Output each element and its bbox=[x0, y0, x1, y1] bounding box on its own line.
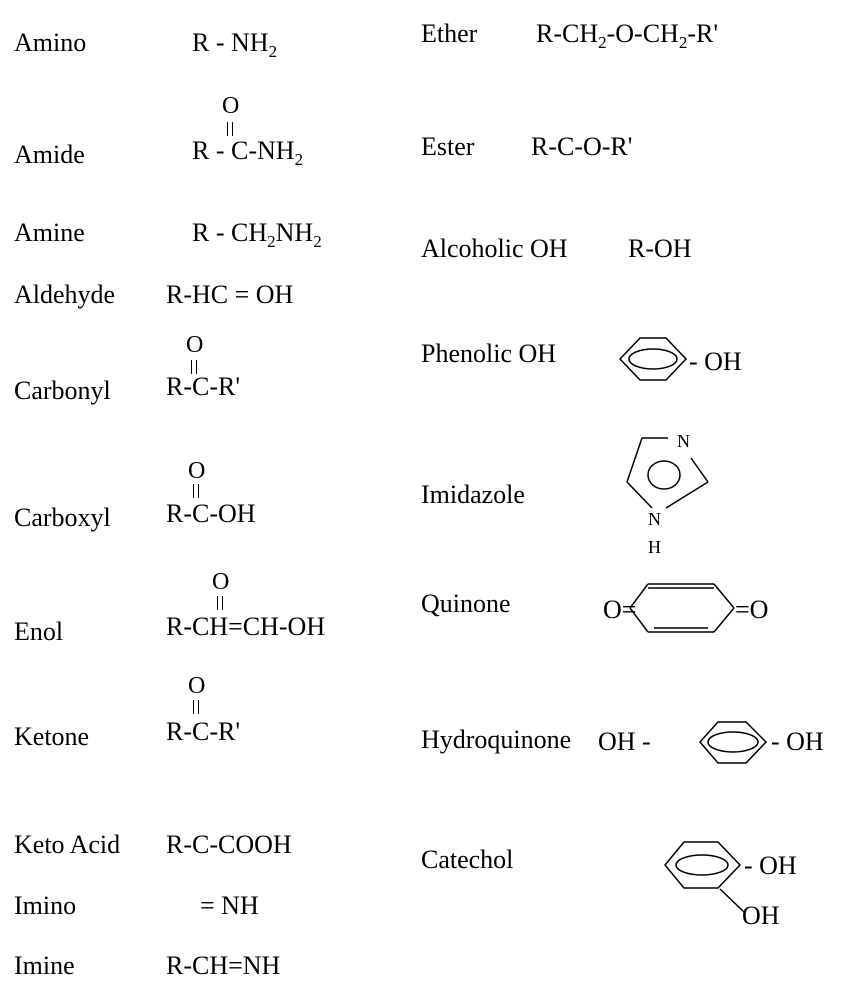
hydroquinone-benzene-ring bbox=[699, 721, 768, 764]
amide-name: Amide bbox=[14, 140, 85, 169]
keto-acid-name: Keto Acid bbox=[14, 830, 121, 859]
alcoholic-oh-name: Alcoholic OH bbox=[421, 234, 568, 263]
aldehyde-name: Aldehyde bbox=[14, 280, 116, 309]
amine-formula: R - CH2NH2 bbox=[192, 218, 322, 251]
imidazole-name: Imidazole bbox=[421, 480, 525, 509]
ether-formula: R-CH2-O-CH2-R' bbox=[536, 19, 719, 52]
ketone-formula: R-C-R' bbox=[166, 717, 241, 746]
amine-name: Amine bbox=[14, 218, 85, 247]
amide-formula: R - C-NH2 bbox=[192, 136, 304, 169]
ester-formula: R-C-O-R' bbox=[531, 132, 633, 161]
carboxyl-name: Carboxyl bbox=[14, 503, 111, 532]
catechol-oh-bottom: OH bbox=[742, 901, 780, 930]
carboxyl-oxygen: O bbox=[188, 458, 206, 484]
alcoholic-oh-formula: R-OH bbox=[628, 234, 692, 263]
carboxyl-double-bond bbox=[193, 484, 199, 498]
keto-acid-formula: R-C-COOH bbox=[166, 830, 292, 859]
phenolic-oh-name: Phenolic OH bbox=[421, 339, 557, 368]
quinone-right-oxygen: =O bbox=[735, 595, 769, 624]
hydroquinone-left-oh: OH - bbox=[598, 727, 651, 756]
carbonyl-formula: R-C-R' bbox=[166, 372, 241, 401]
amino-formula: R - NH2 bbox=[192, 28, 278, 61]
quinone-ring bbox=[629, 583, 735, 633]
phenolic-benzene-ring bbox=[618, 337, 688, 381]
enol-name: Enol bbox=[14, 617, 64, 646]
catechol-name: Catechol bbox=[421, 845, 514, 874]
ether-name: Ether bbox=[421, 19, 478, 48]
ketone-double-bond bbox=[193, 700, 199, 714]
imidazole-n-bottom: N bbox=[648, 509, 661, 529]
hydroquinone-name: Hydroquinone bbox=[421, 725, 572, 754]
imidazole-ring bbox=[626, 437, 709, 509]
imino-formula: = NH bbox=[200, 891, 259, 920]
amino-name: Amino bbox=[14, 28, 87, 57]
amide-double-bond bbox=[227, 122, 233, 136]
enol-oxygen: O bbox=[212, 569, 230, 595]
phenolic-oh-suffix: - OH bbox=[689, 347, 742, 376]
imine-name: Imine bbox=[14, 951, 75, 980]
aldehyde-formula: R-HC = OH bbox=[166, 280, 294, 309]
carbonyl-double-bond bbox=[191, 360, 197, 374]
ester-name: Ester bbox=[421, 132, 475, 161]
imidazole-n-top: N bbox=[677, 431, 690, 451]
carbonyl-oxygen: O bbox=[186, 332, 204, 358]
carbonyl-name: Carbonyl bbox=[14, 376, 111, 405]
catechol-benzene-ring bbox=[664, 841, 745, 913]
imino-name: Imino bbox=[14, 891, 77, 920]
hydroquinone-right-oh: - OH bbox=[771, 727, 824, 756]
enol-formula: R-CH=CH-OH bbox=[166, 612, 326, 641]
quinone-name: Quinone bbox=[421, 589, 511, 618]
ketone-oxygen: O bbox=[188, 673, 206, 699]
carboxyl-formula: R-C-OH bbox=[166, 499, 256, 528]
enol-double-bond bbox=[217, 596, 223, 610]
imidazole-h: H bbox=[648, 537, 661, 557]
imine-formula: R-CH=NH bbox=[166, 951, 281, 980]
amide-carbonyl-oxygen: O bbox=[222, 93, 240, 119]
catechol-oh-right: - OH bbox=[744, 851, 797, 880]
ketone-name: Ketone bbox=[14, 722, 90, 751]
